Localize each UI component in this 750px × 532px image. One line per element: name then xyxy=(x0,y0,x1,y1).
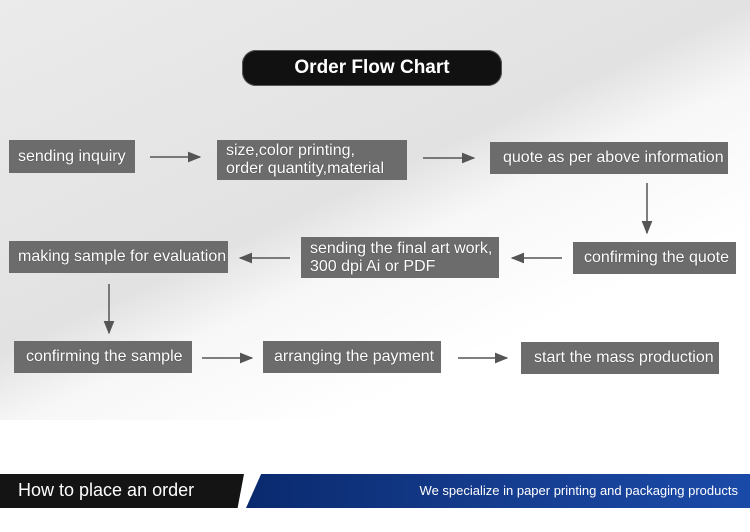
step-order-specs-label: size,color printing, order quantity,mate… xyxy=(226,142,384,178)
footer-how-to-order: How to place an order xyxy=(18,480,195,500)
step-order-specs-line2: order quantity,material xyxy=(226,160,384,177)
step-final-artwork-line2: 300 dpi Ai or PDF xyxy=(310,257,436,275)
step-quote-label: quote as per above information xyxy=(503,149,724,166)
step-arranging-payment: arranging the payment xyxy=(263,341,441,373)
flow-chart-canvas: Order Flow Chart sending inquiry size,co… xyxy=(0,0,750,420)
footer-banner: How to place an order We specialize in p… xyxy=(0,474,750,508)
step-making-sample-label: making sample for evaluation xyxy=(18,248,227,265)
step-sending-inquiry-label: sending inquiry xyxy=(18,147,126,165)
step-making-sample: making sample for evaluation xyxy=(9,241,228,273)
step-confirming-quote-label: confirming the quote xyxy=(584,249,729,266)
step-confirming-quote: confirming the quote xyxy=(573,242,736,274)
step-confirming-sample-label: confirming the sample xyxy=(26,348,183,365)
flow-arrows xyxy=(103,151,653,364)
step-quote: quote as per above information xyxy=(490,142,728,174)
step-final-artwork-label: sending the final art work, 300 dpi Ai o… xyxy=(310,240,492,276)
step-arranging-payment-label: arranging the payment xyxy=(274,348,435,365)
step-sending-inquiry: sending inquiry xyxy=(9,140,135,173)
step-final-artwork-line1: sending the final art work, xyxy=(310,239,493,257)
footer-left-panel xyxy=(0,474,248,508)
step-mass-production: start the mass production xyxy=(521,342,719,374)
step-order-specs-line1: size,color printing, xyxy=(226,142,355,159)
step-confirming-sample: confirming the sample xyxy=(14,341,192,373)
footer-right-panel xyxy=(246,474,750,508)
footer-tagline: We specialize in paper printing and pack… xyxy=(419,483,738,498)
step-final-artwork: sending the final art work, 300 dpi Ai o… xyxy=(301,237,499,278)
step-order-specs: size,color printing, order quantity,mate… xyxy=(217,140,407,180)
step-mass-production-label: start the mass production xyxy=(534,349,714,366)
chart-title: Order Flow Chart xyxy=(242,50,502,86)
